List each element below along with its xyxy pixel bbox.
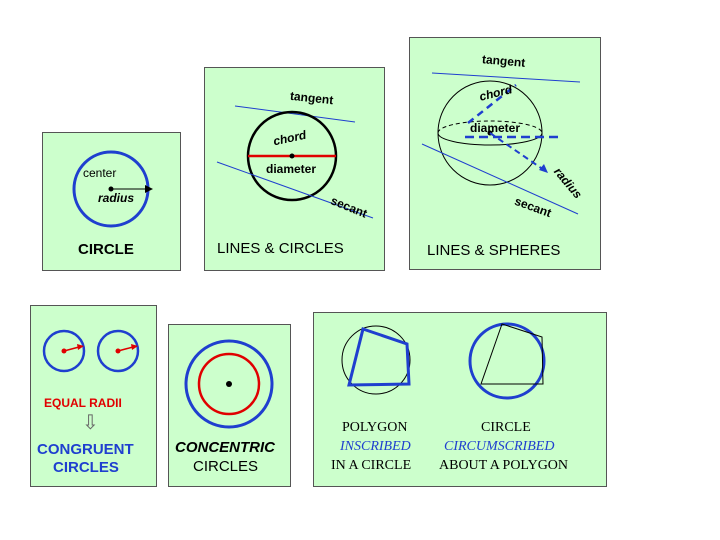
down-arrow-icon: ⇩ (82, 412, 99, 434)
lines-circles-title: LINES & CIRCLES (217, 240, 344, 257)
lines-spheres-panel: tangent chord diameter radius secant LIN… (409, 37, 601, 270)
polygon-panel: POLYGON INSCRIBED IN A CIRCLE CIRCLE CIR… (313, 312, 607, 487)
about-polygon-label: ABOUT A POLYGON (439, 458, 569, 473)
concentric-panel: CONCENTRIC CIRCLES (168, 324, 291, 487)
lines-circles-diagram (216, 105, 374, 219)
polygon-diagram (341, 322, 546, 400)
circle-diagram (72, 150, 153, 228)
radius-label: radius (98, 191, 135, 205)
circles-label: CIRCLES (193, 458, 259, 475)
lines-spheres-title: LINES & SPHERES (427, 242, 561, 259)
congruent-label: CONGRUENT (37, 441, 134, 458)
congruent-panel: EQUAL RADII ⇩ CONGRUENT CIRCLES (30, 305, 157, 487)
congruent-diagram (42, 329, 140, 373)
circle-label: CIRCLE (481, 420, 531, 435)
concentric-diagram (184, 339, 274, 429)
diameter-label: diameter (266, 162, 317, 176)
in-circle-label: IN A CIRCLE (331, 458, 412, 473)
diameter-label: diameter (470, 121, 521, 135)
circles-label: CIRCLES (53, 459, 119, 476)
inscribed-label: INSCRIBED (340, 439, 411, 454)
equal-radii-label: EQUAL RADII (44, 396, 122, 410)
circle-panel: center radius CIRCLE (42, 132, 181, 271)
circumscribed-label: CIRCUMSCRIBED (444, 439, 555, 454)
concentric-label: CONCENTRIC (175, 439, 275, 456)
polygon-label: POLYGON (342, 420, 408, 435)
lines-spheres-diagram (421, 72, 581, 215)
lines-circles-panel: tangent chord diameter secant LINES & CI… (204, 67, 385, 271)
circle-title: CIRCLE (78, 241, 134, 258)
center-label: center (83, 166, 117, 180)
